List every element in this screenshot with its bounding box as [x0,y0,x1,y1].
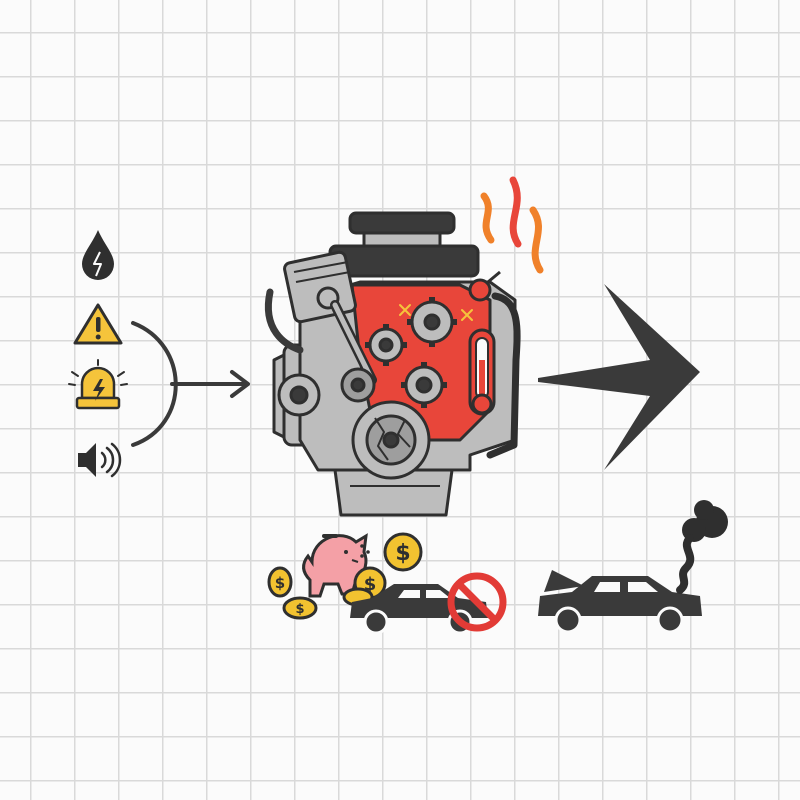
arrow-to-engine [170,370,250,398]
speaker-noise-icon [78,442,122,478]
smoke-cloud-icon [676,500,728,594]
arrow-to-consequences [538,284,700,470]
svg-text:$: $ [275,574,285,592]
svg-text:$: $ [364,574,377,595]
grouping-bracket [131,321,178,447]
prohibited-sign-icon [447,572,507,632]
overheating-flames [480,176,544,274]
svg-text:$: $ [295,602,304,617]
dashboard-warning-light-icon [68,359,128,410]
car-unusable-icon [350,572,507,635]
dollar-coins-icon [267,532,423,620]
engine-illustration [264,211,521,517]
svg-text:$: $ [395,541,410,566]
warning-triangle-icon [73,303,123,345]
repair-cost-money-loss: $ $ $ $ [267,532,423,620]
oil-drop-icon [82,230,114,280]
car-breakdown-smoke-icon [538,500,728,634]
